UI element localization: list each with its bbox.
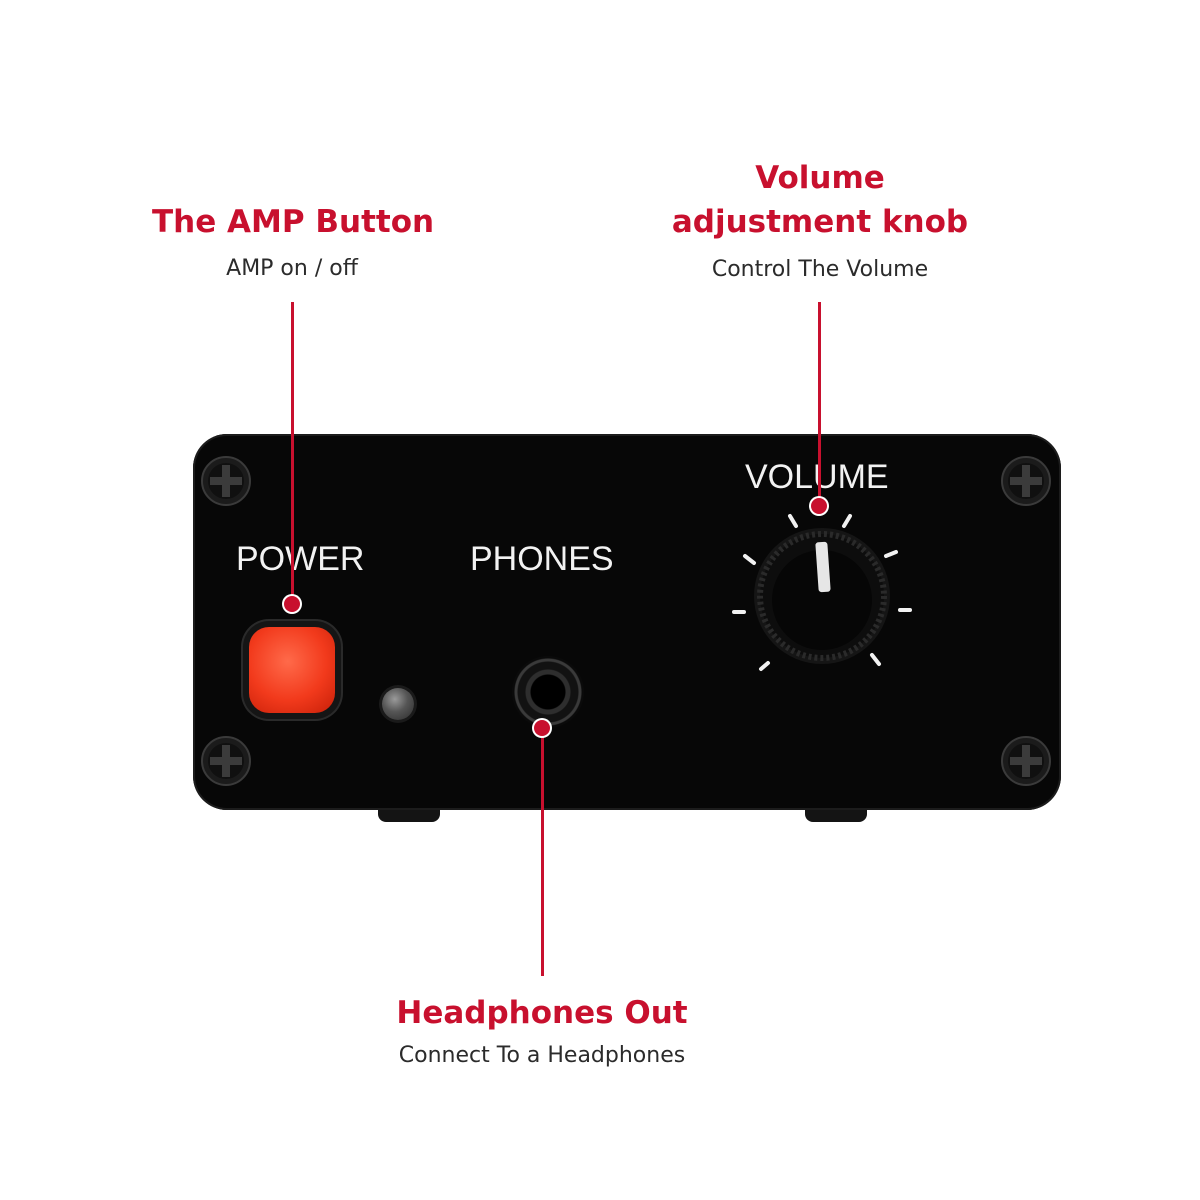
volume-label: VOLUME [745, 458, 889, 496]
headphone-jack[interactable] [512, 656, 584, 728]
amp-button-callout-title: The AMP Button [152, 204, 435, 240]
volume-knob-callout-subtitle: Control The Volume [711, 257, 929, 282]
screw-icon [201, 736, 251, 786]
amp-button-leader-line [291, 302, 294, 604]
power-button[interactable] [249, 627, 335, 713]
volume-knob-callout-title-line2: adjustment knob [671, 204, 969, 240]
amp-button-callout-subtitle: AMP on / off [226, 256, 358, 281]
device-foot-left [378, 808, 440, 822]
volume-knob-leader-line [818, 302, 821, 504]
volume-knob-marker [811, 498, 827, 514]
volume-knob[interactable] [722, 500, 922, 680]
screw-icon [1001, 736, 1051, 786]
headphones-leader-line [541, 728, 544, 976]
indicator-led [382, 688, 414, 720]
device-foot-right [805, 808, 867, 822]
amp-button-marker [284, 596, 300, 612]
amplifier-front-panel [193, 434, 1061, 810]
headphones-callout-title: Headphones Out [396, 995, 688, 1031]
headphones-marker [534, 720, 550, 736]
screw-icon [1001, 456, 1051, 506]
volume-knob-callout-title-line1: Volume [755, 160, 885, 196]
phones-label: PHONES [470, 540, 614, 578]
screw-icon [201, 456, 251, 506]
power-label: POWER [236, 540, 365, 578]
headphones-callout-subtitle: Connect To a Headphones [398, 1043, 686, 1068]
